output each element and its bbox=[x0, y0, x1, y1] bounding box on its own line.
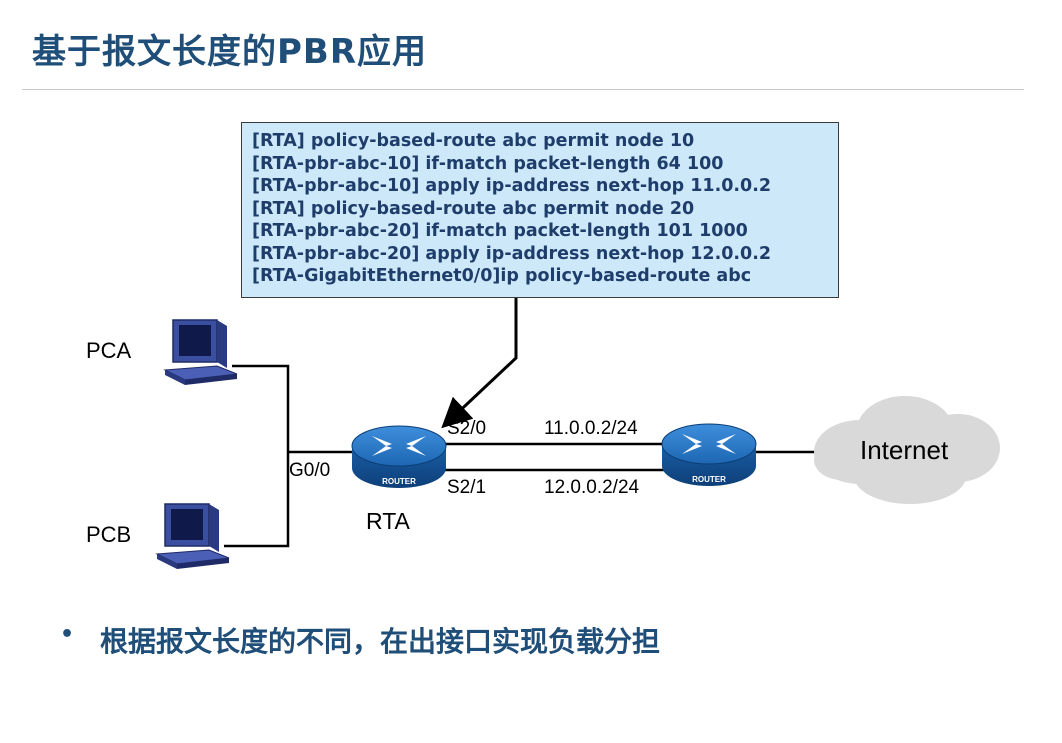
callout-arrow bbox=[441, 298, 518, 429]
config-line: [RTA-pbr-abc-10] apply ip-address next-h… bbox=[252, 176, 772, 196]
pcb-computer-icon bbox=[155, 503, 230, 569]
edge-router-badge: ROUTER bbox=[692, 475, 726, 484]
pca-label: PCA bbox=[86, 338, 132, 363]
pcb-label: PCB bbox=[86, 522, 132, 547]
host-links bbox=[224, 364, 356, 548]
lower-link-ip-label: 12.0.0.2/24 bbox=[544, 477, 640, 498]
config-line: [RTA-pbr-abc-20] if-match packet-length … bbox=[252, 221, 748, 241]
config-commands-box: [RTA] policy-based-route abc permit node… bbox=[241, 122, 839, 298]
config-line: [RTA] policy-based-route abc permit node… bbox=[252, 131, 695, 151]
page-title: 基于报文长度的PBR应用 bbox=[32, 32, 428, 72]
config-line: [RTA-pbr-abc-10] if-match packet-length … bbox=[252, 153, 724, 174]
rta-router-badge: ROUTER bbox=[382, 477, 416, 486]
pca-computer-icon bbox=[163, 319, 238, 385]
bullet-marker: • bbox=[60, 622, 75, 647]
edge-router-icon bbox=[661, 423, 757, 486]
config-line: [RTA] policy-based-route abc permit node… bbox=[252, 198, 695, 219]
title-divider bbox=[22, 89, 1024, 90]
bullet-text: 根据报文长度的不同，在出接口实现负载分担 bbox=[100, 625, 661, 658]
upper-link-ip-label: 11.0.0.2/24 bbox=[544, 418, 638, 439]
rta-router-icon bbox=[351, 425, 447, 488]
internet-cloud-icon bbox=[814, 396, 1000, 504]
rta-router-label: RTA bbox=[366, 508, 410, 534]
s2-0-interface-label: S2/0 bbox=[447, 418, 487, 439]
s2-1-interface-label: S2/1 bbox=[447, 477, 487, 498]
config-line: [RTA-GigabitEthernet0/0]ip policy-based-… bbox=[252, 266, 752, 286]
g0-0-interface-label: G0/0 bbox=[289, 460, 331, 481]
config-line: [RTA-pbr-abc-20] apply ip-address next-h… bbox=[252, 243, 772, 264]
internet-label: Internet bbox=[860, 435, 949, 465]
